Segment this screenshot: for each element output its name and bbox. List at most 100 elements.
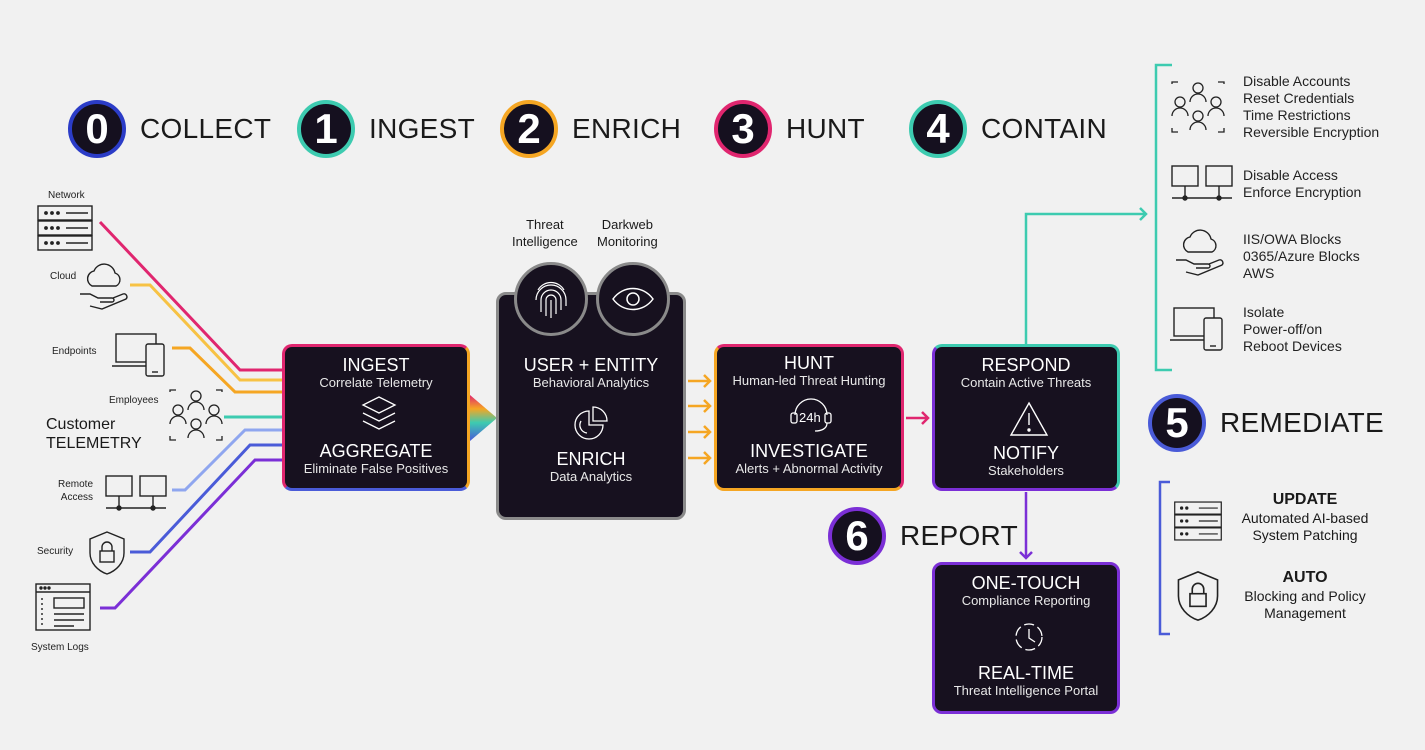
enrich-box: USER + ENTITY Behavioral Analytics ENRIC…	[496, 292, 686, 520]
step-number: 3	[714, 100, 772, 158]
step-collect: 0 COLLECT	[68, 100, 271, 158]
step-contain: 4 CONTAIN	[909, 100, 1107, 158]
step-number: 5	[1148, 394, 1206, 452]
source-remote-access-label: Remote Access	[58, 479, 94, 503]
user-entity-title: USER + ENTITY	[523, 355, 659, 375]
one-touch-title: ONE-TOUCH	[971, 573, 1081, 593]
respond-subtitle: Contain Active Threats	[960, 375, 1092, 390]
step-label: COLLECT	[140, 113, 272, 144]
source-system-logs-label: System Logs	[31, 642, 89, 653]
step-ingest: 1 INGEST	[297, 100, 475, 158]
shield-lock-icon	[87, 530, 127, 576]
auto-title: AUTO	[1282, 569, 1328, 586]
customer-telemetry-label: Customer TELEMETRY	[46, 415, 142, 453]
step-number: 4	[909, 100, 967, 158]
security-line	[130, 443, 284, 554]
respond-to-report-arrow	[1019, 492, 1033, 560]
notify-title: NOTIFY	[993, 443, 1059, 463]
hunt-title: HUNT	[784, 353, 834, 373]
eye-icon	[596, 262, 670, 336]
ingest-to-enrich-arrow	[470, 395, 497, 441]
respond-box: RESPOND Contain Active Threats NOTIFY St…	[932, 344, 1120, 491]
devices-icon	[1170, 306, 1228, 352]
clock-cycle-icon	[1011, 619, 1047, 660]
aggregate-subtitle: Eliminate False Positives	[303, 461, 449, 476]
step-label: REPORT	[900, 520, 1018, 551]
report-box: ONE-TOUCH Compliance Reporting REAL-TIME…	[932, 562, 1120, 714]
remote-line	[172, 428, 284, 492]
action-accounts: Disable Accounts Reset Credentials Time …	[1243, 73, 1380, 140]
investigate-title: INVESTIGATE	[750, 441, 868, 461]
source-endpoints-label: Endpoints	[52, 346, 97, 357]
step-number: 0	[68, 100, 126, 158]
remediate-update: UPDATE Automated AI-based System Patchin…	[1230, 490, 1380, 544]
headset-24h-icon: 24h	[789, 395, 833, 433]
cloud-hand-icon	[78, 262, 130, 312]
enrich-to-hunt-arrows	[688, 374, 712, 465]
real-time-subtitle: Threat Intelligence Portal	[953, 683, 1099, 698]
source-cloud-label: Cloud	[50, 271, 77, 282]
source-employees-label: Employees	[109, 395, 159, 406]
auto-text: Blocking and Policy Management	[1244, 588, 1366, 621]
devices-icon	[112, 332, 170, 378]
step-label: ENRICH	[572, 113, 682, 144]
ingest-box: INGEST Correlate Telemetry AGGREGATE Eli…	[282, 344, 470, 491]
cloud-hand-icon	[1174, 228, 1226, 278]
hunt-to-respond-arrow	[906, 411, 930, 425]
system-logs-icon	[34, 582, 92, 632]
endpoints-line	[172, 346, 284, 394]
action-isolate: Isolate Power-off/on Reboot Devices	[1243, 304, 1342, 354]
network-line	[98, 220, 284, 372]
update-text: Automated AI-based System Patching	[1241, 510, 1369, 543]
hunt-box: HUNT Human-led Threat Hunting 24h INVEST…	[714, 344, 904, 491]
user-entity-subtitle: Behavioral Analytics	[532, 375, 650, 390]
action-blocks: IIS/OWA Blocks 0365/Azure Blocks AWS	[1243, 231, 1360, 281]
step-number: 1	[297, 100, 355, 158]
step-remediate: 5 REMEDIATE	[1148, 394, 1384, 452]
actions-bracket	[1154, 63, 1172, 372]
shield-lock-icon	[1175, 568, 1221, 624]
step-hunt: 3 HUNT	[714, 100, 865, 158]
step-number: 6	[828, 507, 886, 565]
step-report: 6 REPORT	[828, 507, 1018, 565]
remediate-bracket	[1158, 480, 1170, 636]
investigate-subtitle: Alerts + Abnormal Activity	[735, 461, 883, 476]
warning-icon	[1009, 401, 1049, 442]
source-network-label: Network	[48, 190, 85, 201]
customer-label: Customer	[46, 416, 116, 433]
telemetry-label: TELEMETRY	[46, 435, 142, 452]
step-label: HUNT	[786, 113, 865, 144]
server-icon	[1173, 498, 1223, 544]
enrich-title: ENRICH	[556, 449, 626, 469]
step-label: REMEDIATE	[1220, 407, 1384, 438]
one-touch-subtitle: Compliance Reporting	[961, 593, 1091, 608]
respond-title: RESPOND	[981, 355, 1071, 375]
layers-icon	[361, 395, 397, 435]
threat-intelligence-label: Threat Intelligence	[512, 217, 578, 249]
badge-24h: 24h	[799, 410, 821, 425]
remediate-auto: AUTO Blocking and Policy Management	[1230, 568, 1380, 622]
update-title: UPDATE	[1272, 491, 1338, 508]
action-access: Disable Access Enforce Encryption	[1243, 167, 1362, 200]
enrich-subtitle: Data Analytics	[549, 469, 633, 484]
fingerprint-icon	[514, 262, 588, 336]
server-icon	[36, 204, 94, 252]
users-icon	[168, 388, 224, 442]
step-enrich: 2 ENRICH	[500, 100, 681, 158]
network-computers-icon	[104, 474, 170, 516]
hunt-subtitle: Human-led Threat Hunting	[732, 373, 886, 388]
pie-chart-icon	[571, 405, 609, 443]
step-label: INGEST	[369, 113, 476, 144]
source-security-label: Security	[37, 546, 74, 557]
real-time-title: REAL-TIME	[977, 663, 1074, 683]
cloud-line	[130, 283, 284, 382]
respond-to-actions-arrow	[1024, 207, 1148, 346]
step-number: 2	[500, 100, 558, 158]
logs-line	[100, 458, 284, 610]
ingest-subtitle: Correlate Telemetry	[319, 375, 433, 390]
notify-subtitle: Stakeholders	[988, 463, 1064, 478]
darkweb-monitoring-label: Darkweb Monitoring	[597, 217, 658, 249]
step-label: CONTAIN	[981, 113, 1108, 144]
